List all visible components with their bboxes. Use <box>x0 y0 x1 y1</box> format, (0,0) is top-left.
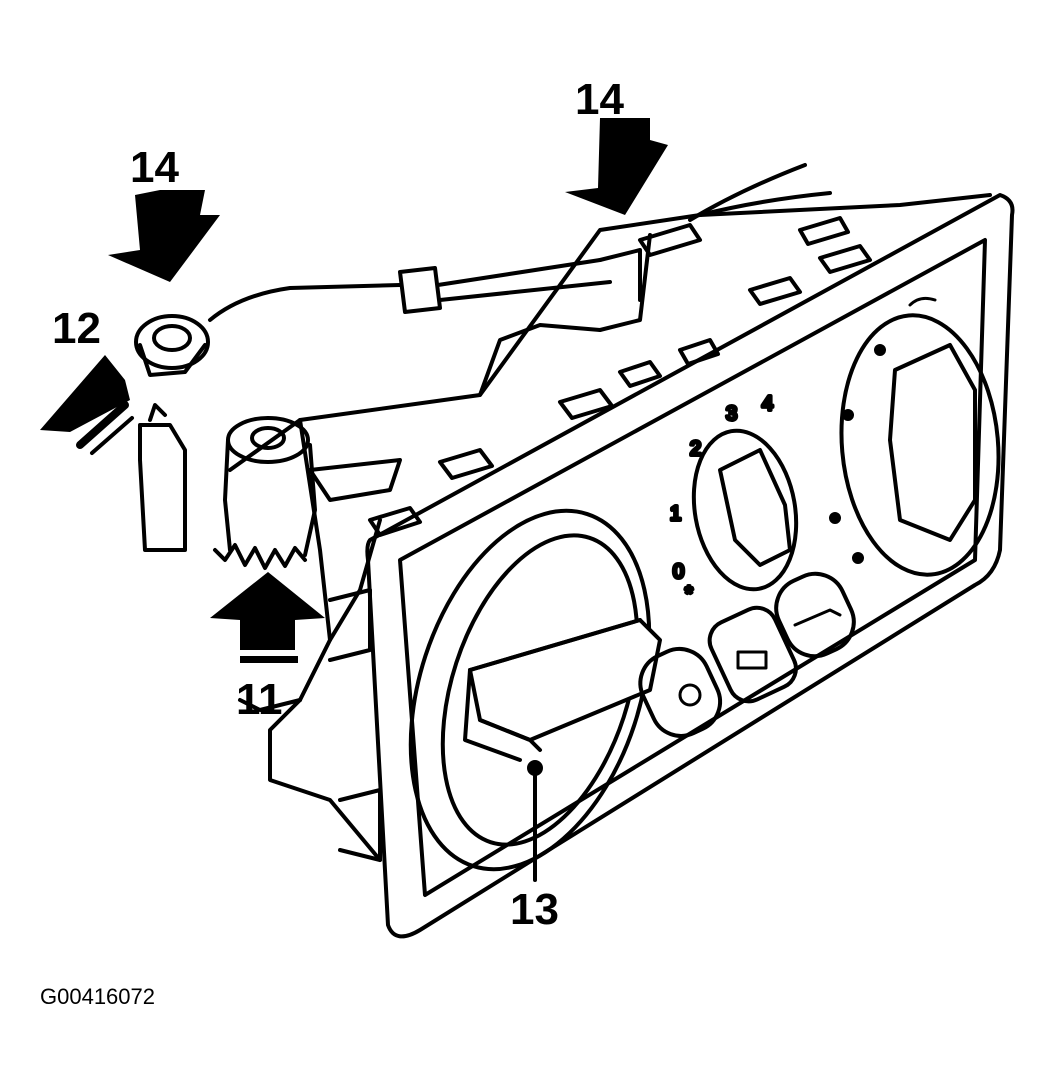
fan-scale-1: 1 <box>670 503 681 525</box>
windshield-icon <box>908 296 937 307</box>
rear-defrost-icon <box>736 650 768 670</box>
recirculation-icon <box>678 683 702 707</box>
front-bezel <box>365 193 1015 939</box>
callout-14-right: 14 <box>575 75 624 124</box>
fan-dial: 0 1 2 3 4 * <box>668 391 799 607</box>
button-row <box>638 571 856 738</box>
fan-scale-4: 4 <box>762 393 773 415</box>
arrow-11 <box>210 572 325 650</box>
arrow-12 <box>40 355 130 432</box>
arrows <box>40 118 668 663</box>
left-dial <box>408 508 662 872</box>
fan-scale-2: 2 <box>690 438 701 460</box>
right-dial <box>829 296 1001 577</box>
fan-off-icon: * <box>685 583 693 605</box>
callout-12: 12 <box>52 304 101 353</box>
arrow-14-right <box>565 118 668 215</box>
cable-loop <box>134 314 210 370</box>
fan-scale-0: 0 <box>673 561 684 583</box>
callout-11: 11 <box>236 675 283 724</box>
actuator-gear <box>138 403 317 570</box>
callout-13: 13 <box>510 885 559 934</box>
control-cable <box>134 163 832 377</box>
arrow-14-left <box>108 190 220 282</box>
windshield-defrost-icon <box>793 608 842 627</box>
fan-scale-3: 3 <box>726 403 737 425</box>
figure-id: G00416072 <box>40 984 155 1009</box>
control-housing <box>228 193 992 862</box>
callout-14-left: 14 <box>130 143 179 192</box>
